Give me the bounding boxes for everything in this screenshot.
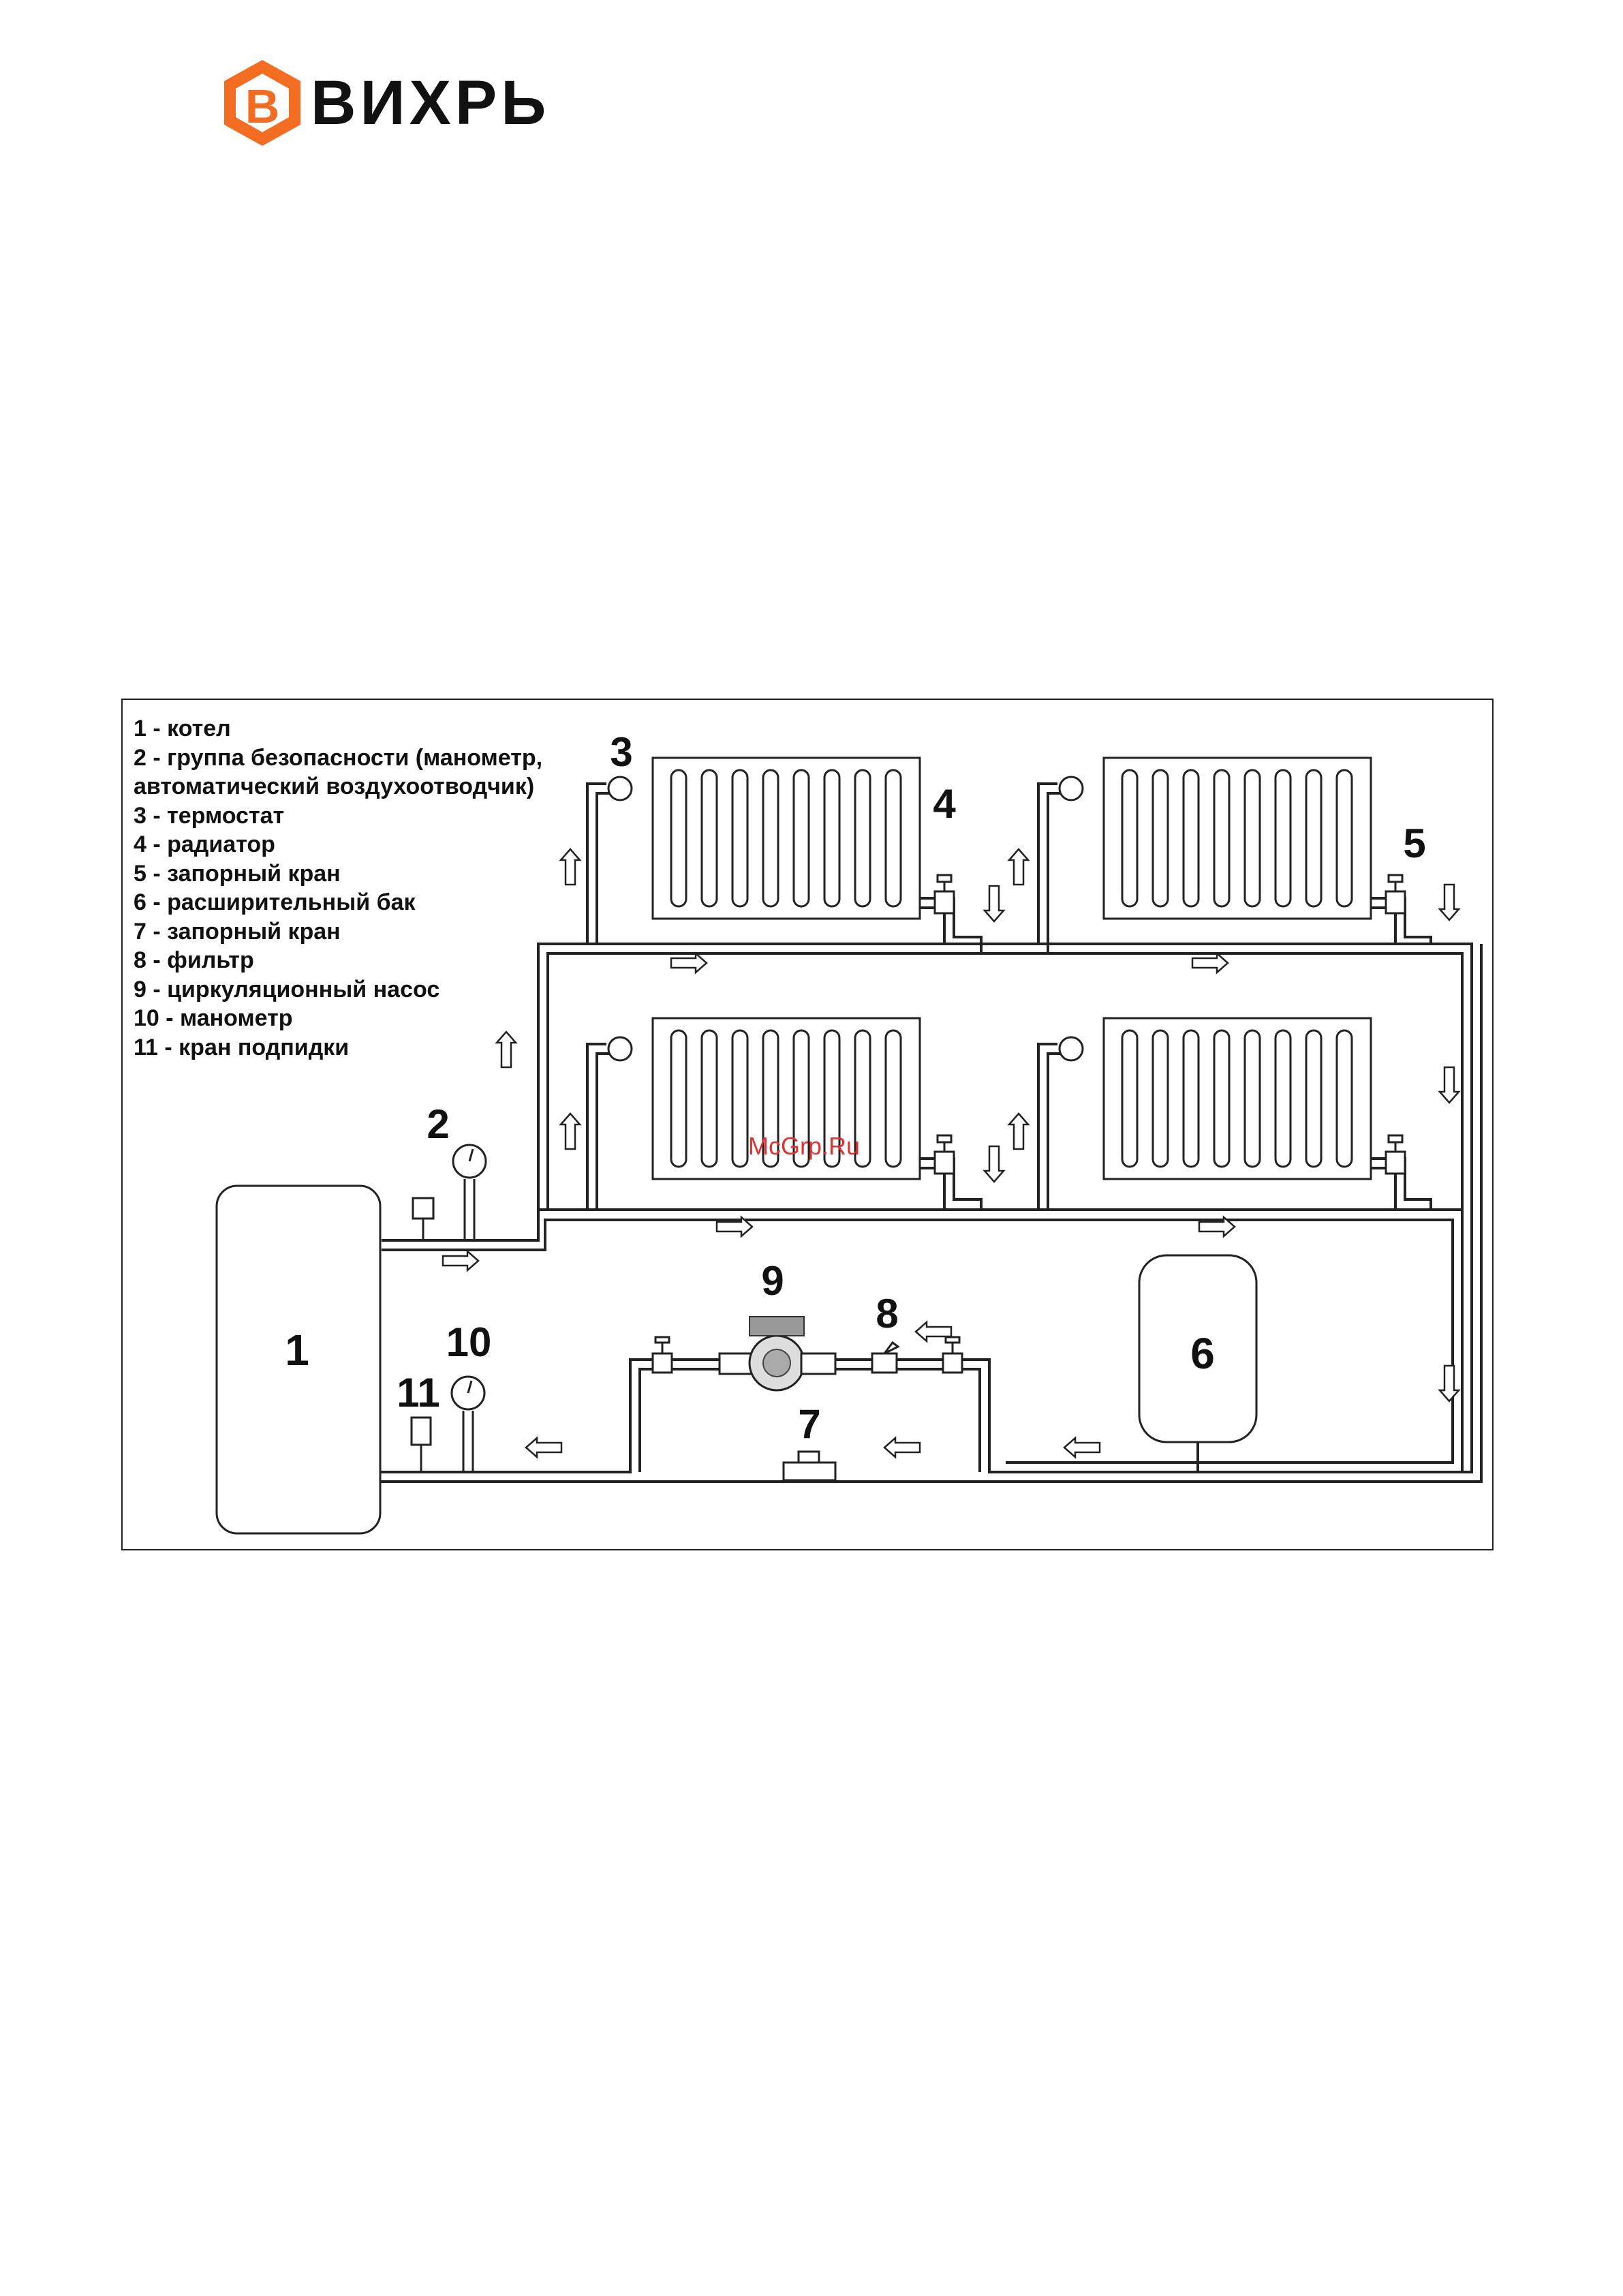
legend-item: 11 - кран подпидки: [134, 1033, 542, 1062]
safety-group: [413, 1145, 486, 1240]
legend-item: 4 - радиатор: [134, 830, 542, 859]
label-expansion-tank: 6: [1190, 1329, 1215, 1378]
label-thermostat: 3: [610, 729, 632, 775]
legend-item: 6 - расширительный бак: [134, 888, 542, 917]
label-manometer: 10: [446, 1319, 492, 1365]
shutoff-valve: [784, 1452, 835, 1480]
legend-item: 9 - циркуляционный насос: [134, 975, 542, 1005]
filter: [872, 1343, 898, 1373]
watermark: McGrp.Ru: [748, 1132, 860, 1160]
label-shutoff-valve: 7: [798, 1401, 820, 1447]
label-safety-group: 2: [427, 1101, 449, 1147]
label-radiator-valve: 5: [1403, 821, 1425, 866]
legend-item: 1 - котел: [134, 714, 542, 744]
legend-item: 7 - запорный кран: [134, 917, 542, 947]
legend-item: 3 - термостат: [134, 801, 542, 831]
radiator-bottom-right: [1104, 1018, 1371, 1179]
label-filter: 8: [876, 1291, 898, 1336]
legend-item: 8 - фильтр: [134, 946, 542, 975]
radiator-top-right: [1104, 758, 1371, 919]
circulation-pump: [720, 1317, 835, 1390]
legend-item: 5 - запорный кран: [134, 859, 542, 889]
manometer: [452, 1377, 484, 1472]
feed-valve: [412, 1418, 431, 1472]
diagram-legend: 1 - котел 2 - группа безопасности (маном…: [134, 714, 542, 1062]
radiator-top-left: [653, 758, 920, 919]
label-feed-valve: 11: [397, 1370, 439, 1415]
legend-item: 2 - группа безопасности (манометр,: [134, 744, 542, 773]
label-boiler: 1: [285, 1326, 309, 1375]
label-radiator: 4: [933, 781, 956, 827]
supply-pipe-lower-inner: [382, 1220, 1453, 1463]
legend-item: автоматический воздухоотводчик): [134, 772, 542, 801]
label-pump: 9: [761, 1258, 784, 1304]
legend-item: 10 - манометр: [134, 1004, 542, 1033]
